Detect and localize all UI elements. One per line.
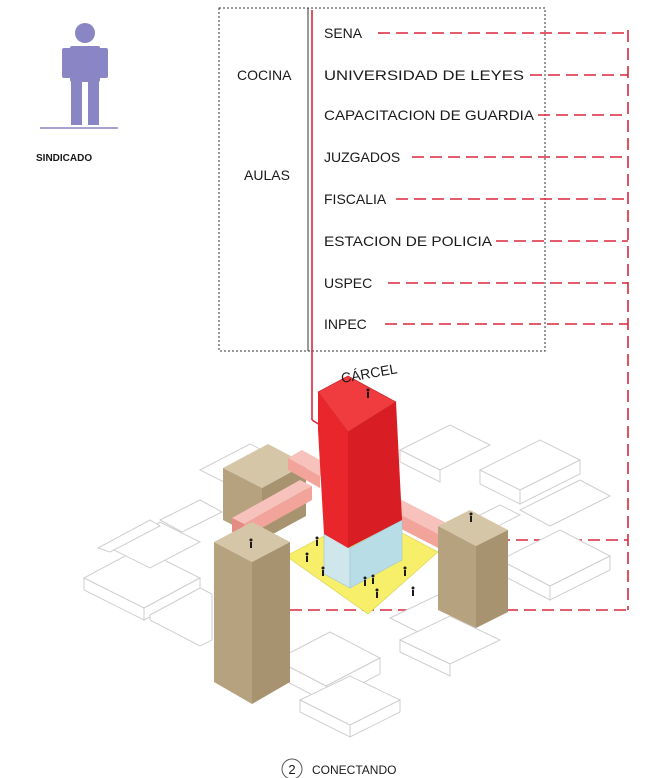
service-item-universidad: UNIVERSIDAD DE LEYES	[324, 67, 524, 83]
front-left-tower	[214, 522, 290, 704]
sindicado-figure-icon	[62, 23, 108, 125]
prison-building	[317, 375, 403, 589]
services-box	[218, 7, 546, 352]
service-item-sena: SENA	[324, 25, 363, 41]
front-right-tower	[438, 510, 508, 628]
service-item-juzgados: JUZGADOS	[324, 149, 400, 165]
caption-text: CONECTANDO	[312, 763, 396, 777]
service-item-uspec: USPEC	[324, 275, 372, 291]
context-blocks	[82, 424, 612, 738]
prison-label: CÁRCEL	[340, 360, 399, 386]
label-aulas: AULAS	[244, 167, 290, 183]
caption-number-circle	[281, 758, 303, 778]
service-item-inpec: INPEC	[324, 316, 367, 332]
service-item-fiscalia: FISCALIA	[324, 191, 387, 207]
caption-number: 2	[288, 762, 295, 777]
prison-base-side	[349, 519, 403, 589]
label-cocina: COCINA	[237, 67, 292, 83]
prison-side-face	[348, 402, 402, 548]
people-markers	[249, 388, 473, 598]
service-item-estacion: ESTACION DE POLICIA	[324, 233, 493, 249]
connection-lines	[272, 10, 629, 611]
service-item-capacitacion: CAPACITACION DE GUARDIA	[324, 107, 535, 123]
legend-label: SINDICADO	[36, 153, 92, 164]
prison-front-face	[318, 392, 348, 548]
